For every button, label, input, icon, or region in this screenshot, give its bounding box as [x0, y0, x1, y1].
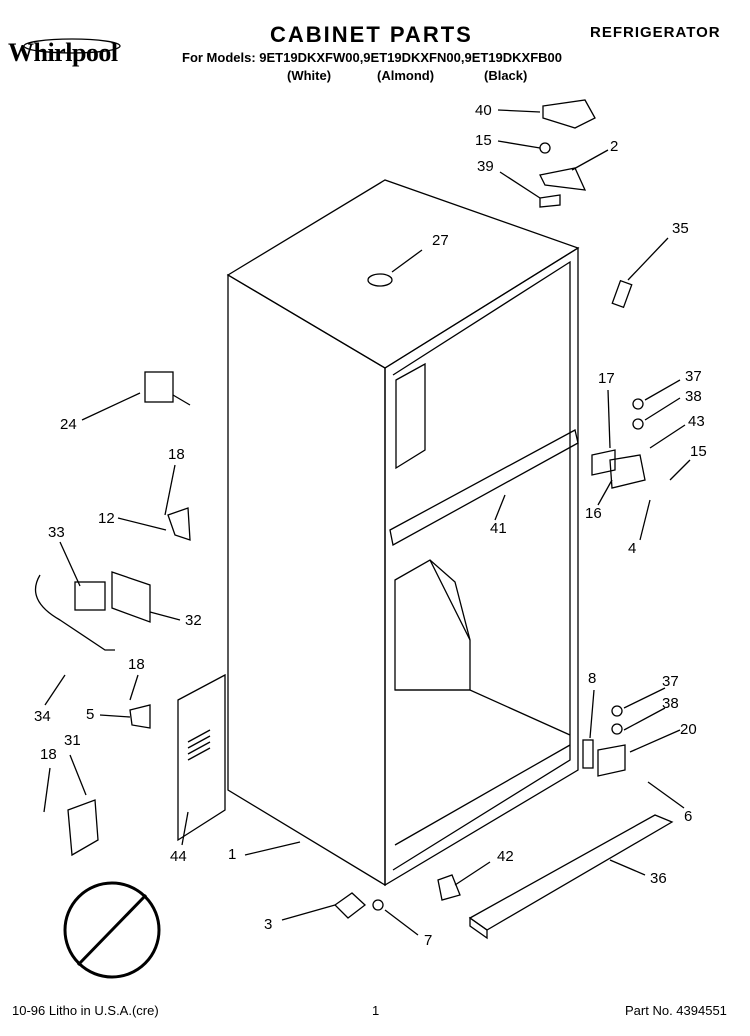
- hinge-pin-part: [591, 449, 616, 476]
- hinge-spacer-part: [582, 739, 594, 769]
- callout-41: 41: [490, 520, 507, 537]
- callout-37-top: 37: [685, 368, 702, 385]
- power-cord-part: [34, 574, 115, 651]
- leader-lines: [43, 109, 691, 936]
- spacer-bottom-part: [611, 723, 623, 735]
- cover-plate-part: [111, 571, 151, 623]
- variant-black: (Black): [484, 68, 528, 83]
- callout-27: 27: [432, 232, 449, 249]
- callout-8: 8: [588, 670, 597, 687]
- grille-clip-part: [437, 874, 461, 901]
- toe-grille-part: [468, 814, 674, 931]
- clamp-part: [167, 507, 191, 541]
- callout-35: 35: [672, 220, 689, 237]
- callout-32: 32: [185, 612, 202, 629]
- handle-clip-part: [611, 279, 633, 309]
- callout-1: 1: [228, 846, 237, 863]
- washer-bottom-part: [611, 705, 623, 717]
- callout-18-a: 18: [168, 446, 185, 463]
- callout-18-c: 18: [40, 746, 57, 763]
- callout-2: 2: [610, 138, 619, 155]
- callout-36: 36: [650, 870, 667, 887]
- page-title: CABINET PARTS: [270, 22, 473, 47]
- callout-4: 4: [628, 540, 637, 557]
- callout-37-bottom: 37: [662, 673, 679, 690]
- callout-33: 33: [48, 524, 65, 541]
- variant-white: (White): [287, 68, 332, 83]
- callout-38-bottom: 38: [662, 695, 679, 712]
- callout-16: 16: [585, 505, 602, 522]
- footer-print-info: 10-96 Litho in U.S.A.(cre): [12, 1003, 159, 1018]
- callout-39: 39: [477, 158, 494, 175]
- callout-3: 3: [264, 916, 273, 933]
- vent-slots: [187, 729, 211, 761]
- divider-rail: [389, 429, 579, 546]
- toe-grille-edge: [469, 916, 488, 940]
- access-cover-part: [67, 799, 99, 857]
- callout-12: 12: [98, 510, 115, 527]
- r12-refrigerant-symbol: [63, 881, 161, 979]
- callout-5: 5: [86, 706, 95, 723]
- top-hinge-part: [539, 167, 587, 191]
- spacer-part: [632, 418, 644, 430]
- callout-7: 7: [424, 932, 433, 949]
- callout-43: 43: [688, 413, 705, 430]
- callout-17: 17: [598, 370, 615, 387]
- callout-42: 42: [497, 848, 514, 865]
- refrigerator-cabinet: [226, 179, 580, 887]
- screw-part: [539, 142, 551, 154]
- callout-44: 44: [170, 848, 187, 865]
- hinge-shim-part: [539, 194, 561, 208]
- models-line: For Models: 9ET19DKXFW00,9ET19DKXFN00,9E…: [182, 50, 562, 65]
- hinge-cover-part: [542, 99, 596, 129]
- variant-almond: (Almond): [377, 68, 435, 83]
- callout-15-top: 15: [475, 132, 492, 149]
- roller-screw-part: [372, 899, 384, 911]
- category-label: REFRIGERATOR: [590, 24, 721, 41]
- bracket-part: [129, 704, 151, 729]
- washer-part: [632, 398, 644, 410]
- part-number: Part No. 4394551: [625, 1003, 727, 1018]
- transformer-part: [74, 581, 106, 611]
- callout-6: 6: [684, 808, 693, 825]
- roller-part: [333, 892, 367, 919]
- callout-18-b: 18: [128, 656, 145, 673]
- callout-15-right: 15: [690, 443, 707, 460]
- bottom-hinge-part: [597, 744, 626, 777]
- rear-access-cover-part: [177, 673, 226, 842]
- callout-20: 20: [680, 721, 697, 738]
- plug-button-part: [367, 273, 393, 287]
- callout-38-top: 38: [685, 388, 702, 405]
- center-hinge-part: [609, 454, 646, 489]
- callout-34: 34: [34, 708, 51, 725]
- callout-40: 40: [475, 102, 492, 119]
- r12-slash: [76, 893, 148, 967]
- page-number: 1: [372, 1003, 380, 1018]
- callout-31: 31: [64, 732, 81, 749]
- callout-24: 24: [60, 416, 77, 433]
- leveling-leg-part: [144, 371, 174, 403]
- logo-swoosh: [23, 38, 121, 54]
